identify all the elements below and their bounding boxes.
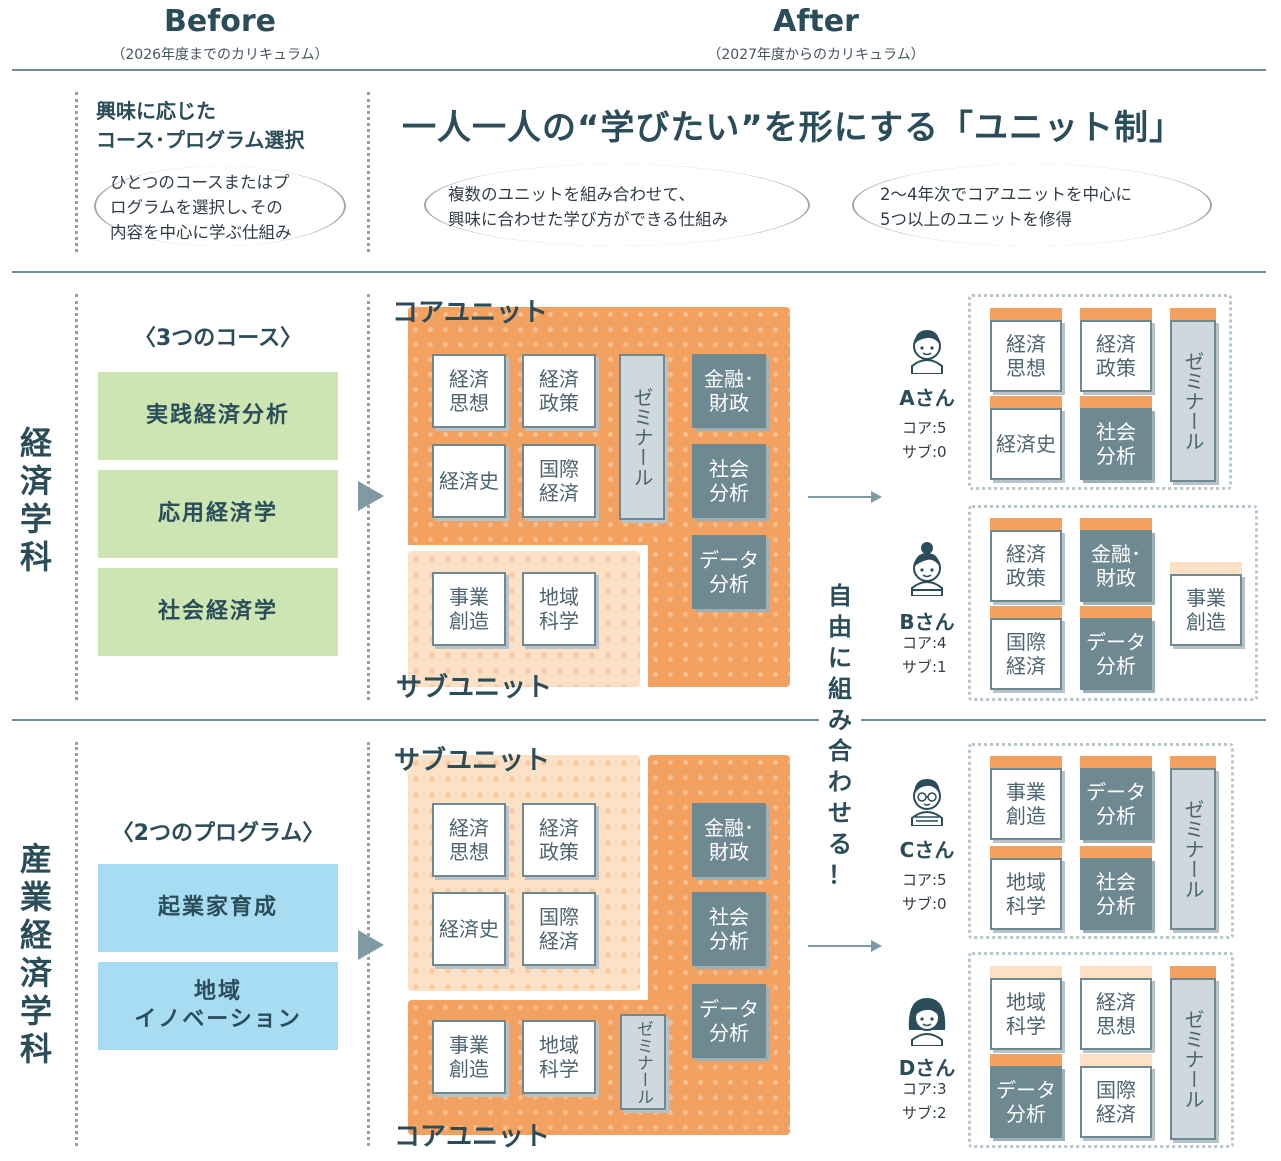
after-intro-bracket	[852, 164, 1212, 246]
student-c-unit-2: データ分析	[1080, 756, 1152, 840]
dotted-divider	[367, 92, 370, 252]
unit-keizai-seisaku: 経済政策	[522, 354, 596, 428]
student-c-units-box	[968, 743, 1234, 939]
econ-sub-label: サブユニット	[396, 673, 553, 703]
unit-seminar: ゼミナール	[619, 354, 665, 520]
section-divider	[12, 271, 1266, 273]
student-b-units-box	[968, 505, 1258, 701]
before-subtitle: （2026年度までのカリキュラム）	[111, 47, 329, 63]
econ-core-label: コアユニット	[392, 298, 549, 328]
unit-seminar: ゼミナール	[620, 1014, 666, 1110]
student-a-unit-2: 経済政策	[1080, 308, 1152, 392]
arrow-head	[871, 940, 882, 952]
student-d-name: Dさん	[898, 1056, 956, 1080]
transition-arrow	[358, 481, 384, 511]
student-d-unit-seminar: ゼミナール	[1170, 966, 1216, 1140]
course-oyo-keizaigaku: 応用経済学	[98, 470, 338, 558]
programs-heading: 〈2つのプログラム〉	[111, 821, 325, 846]
after-intro-text-1: 複数のユニットを組み合わせて､ 興味に合わせた学び方ができる仕組み	[448, 185, 729, 229]
program-kigyoka-ikusei: 起業家育成	[98, 864, 338, 952]
unit-data-bunseki: データ分析	[692, 984, 766, 1058]
before-intro-bracket	[94, 166, 346, 246]
student-b-unit-sub: 事業創造	[1170, 562, 1242, 646]
student-b-unit-4: データ分析	[1080, 606, 1152, 690]
dotted-divider	[75, 92, 78, 252]
arrow-to-students	[808, 496, 872, 498]
after-title: After	[773, 4, 859, 39]
after-intro-heading: 一人一人の“学びたい”を形にする「ユニット制」	[402, 108, 1185, 148]
student-c-unit-3: 地域科学	[990, 846, 1062, 930]
unit-chiiki-kagaku: 地域科学	[522, 572, 596, 646]
after-subtitle: （2027年度からのカリキュラム）	[707, 47, 925, 63]
freely-combine-label: 自由に組み 合わせる！	[819, 573, 861, 899]
after-intro-text-2: 2～4年次でコアユニットを中心に 5つ以上のユニットを修得	[880, 185, 1132, 229]
student-d-unit-4: 国際経済	[1080, 1054, 1152, 1138]
student-b-name: Bさん	[899, 610, 955, 634]
unit-chiiki-kagaku: 地域科学	[522, 1020, 596, 1094]
student-c-name: Cさん	[899, 838, 955, 862]
student-a-name: Aさん	[899, 386, 955, 410]
student-d-unit-2: 経済思想	[1080, 966, 1152, 1050]
student-d-unit-1: 地域科学	[990, 966, 1062, 1050]
unit-keizai-shiso: 経済思想	[432, 803, 506, 877]
header-divider	[12, 69, 1266, 71]
student-c-avatar-icon	[911, 779, 943, 826]
student-a-unit-3: 経済史	[990, 396, 1062, 480]
unit-kokusai-keizai: 国際経済	[522, 892, 596, 966]
courses-heading: 〈3つのコース〉	[133, 326, 303, 351]
student-c-unit-4: 社会分析	[1080, 846, 1152, 930]
section-divider	[12, 719, 1266, 721]
student-a-units-box	[968, 294, 1232, 490]
student-c-unit-seminar: ゼミナール	[1170, 756, 1216, 930]
student-d-avatar-icon	[908, 998, 946, 1046]
course-shakai-keizaigaku: 社会経済学	[98, 568, 338, 656]
unit-data-bunseki: データ分析	[692, 535, 766, 609]
student-a-unit-seminar: ゼミナール	[1170, 308, 1216, 482]
student-b-unit-3: 国際経済	[990, 606, 1062, 690]
student-c-unit-1: 事業創造	[990, 756, 1062, 840]
before-intro-text: ひとつのコースまたはプ ログラムを選択し､その 内容を中心に学ぶ仕組み	[110, 173, 292, 242]
unit-shakai-bunseki: 社会分析	[692, 892, 766, 966]
unit-keizai-seisaku: 経済政策	[522, 803, 596, 877]
student-b-avatar-icon	[911, 542, 943, 596]
unit-keizai-shiso: 経済思想	[432, 354, 506, 428]
after-intro-bracket	[424, 164, 810, 246]
student-a-unit-4: 社会分析	[1080, 396, 1152, 480]
course-jissen-keizai-bunseki: 実践経済分析	[98, 372, 338, 460]
ind-sub-label: サブユニット	[394, 746, 551, 776]
unit-kinyu-zaisei: 金融･財政	[692, 803, 766, 877]
unit-shakai-bunseki: 社会分析	[692, 444, 766, 518]
before-title: Before	[163, 4, 277, 39]
unit-kinyu-zaisei: 金融･財政	[692, 354, 766, 428]
ind-dept-label: 産業経済学科	[19, 840, 52, 1068]
student-d-units-box	[968, 952, 1234, 1148]
econ-dept-label: 経済学科	[19, 424, 52, 576]
unit-jigyo-sozo: 事業創造	[432, 1020, 506, 1094]
dotted-divider	[75, 742, 78, 1146]
student-b-unit-1: 経済政策	[990, 518, 1062, 602]
before-intro-heading: 興味に応じた コース･プログラム選択	[96, 99, 305, 152]
student-a-unit-1: 経済思想	[990, 308, 1062, 392]
unit-jigyo-sozo: 事業創造	[432, 572, 506, 646]
unit-keizaishi: 経済史	[432, 444, 506, 518]
student-b-unit-2: 金融･財政	[1080, 518, 1152, 602]
student-a-avatar-icon	[911, 330, 943, 374]
student-d-unit-3: データ分析	[990, 1054, 1062, 1138]
program-chiiki-innovation: 地域イノベーション	[98, 962, 338, 1050]
transition-arrow	[358, 930, 384, 960]
arrow-to-students	[808, 945, 872, 947]
unit-keizaishi: 経済史	[432, 892, 506, 966]
dotted-divider	[75, 294, 78, 700]
ind-core-label: コアユニット	[394, 1122, 551, 1152]
unit-kokusai-keizai: 国際経済	[522, 444, 596, 518]
arrow-head	[871, 491, 882, 503]
